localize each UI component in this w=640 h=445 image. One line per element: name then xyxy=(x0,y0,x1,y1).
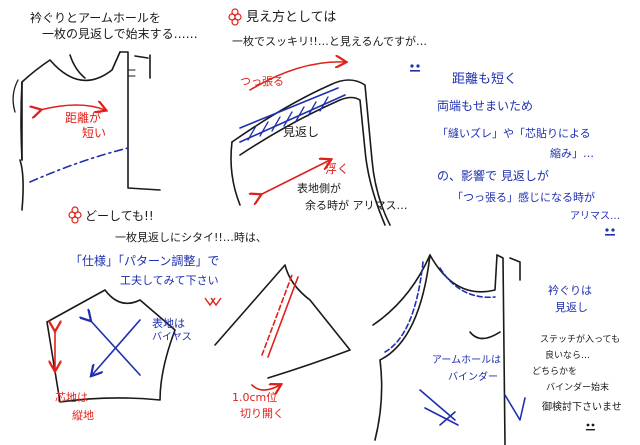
arrow-icon xyxy=(204,297,222,307)
smiley-icon xyxy=(586,423,595,431)
float-label: 浮く xyxy=(325,162,350,176)
right-note-l6: 「つっ張る」感じになる時が xyxy=(452,191,595,204)
facing-pattern-left xyxy=(46,289,176,403)
neck-facing-1: 衿ぐりは xyxy=(548,284,592,297)
right-note-l4: 縮み」… xyxy=(550,147,594,160)
armhole-1: アームホールは xyxy=(432,355,502,366)
stitch-2: 良いなら… xyxy=(545,351,591,361)
bodice-sketch-2 xyxy=(372,254,526,445)
bodice-sketch-1 xyxy=(12,51,161,211)
interfacing-1: 芯地は xyxy=(55,391,88,404)
section2-heading: 見え方としては xyxy=(246,10,337,25)
interfacing-2: 縦地 xyxy=(72,409,94,422)
right-note-l3: 「縫いズレ」や「芯貼りによる xyxy=(437,127,591,140)
stitch-3: どちらかを xyxy=(532,367,578,377)
stitch-1: ステッチが入っても xyxy=(540,335,621,345)
flower-icon xyxy=(68,206,82,224)
section3-line2: 一枚見返しにシタイ!!…時は、 xyxy=(115,231,267,244)
right-note-l7: アリマス… xyxy=(570,211,620,222)
right-note-l2: 両端もせまいため xyxy=(437,99,534,113)
right-note-l1: 距離も短く xyxy=(452,72,518,87)
section2-line2: 一枚でスッキリ!!…と見えるんですが… xyxy=(232,35,427,48)
armhole-2: バインダー xyxy=(448,372,498,383)
distance-short-1: 距離が xyxy=(65,111,102,125)
flower-icon xyxy=(228,8,242,26)
cut-1: 1.0cm位 xyxy=(232,391,278,404)
smiley-icon xyxy=(410,64,420,72)
right-note-l5: の、影響で 見返しが xyxy=(437,169,549,183)
distance-short-2: 短い xyxy=(82,126,107,140)
excess-1: 表地側が xyxy=(297,182,341,195)
section3-line4: 工夫してみて下さい xyxy=(120,274,219,287)
section3-heading: どーしても!! xyxy=(85,209,154,223)
cut-2: 切り開く xyxy=(240,407,284,420)
armhole-slit-sketch xyxy=(214,264,351,390)
section3-line3: 「仕様」「パターン調整」で xyxy=(70,254,220,268)
bias-1: 表地は xyxy=(152,317,185,330)
neck-facing-2: 見返し xyxy=(555,301,588,314)
bias-2: バイヤス xyxy=(152,332,192,343)
pull-label: つっ張る xyxy=(240,75,284,88)
stitch-4: バインダー始末 xyxy=(546,383,610,393)
facing-sketch xyxy=(230,62,391,226)
facing-label: 見返し xyxy=(283,125,320,139)
excess-2: 余る時が アリマス… xyxy=(305,199,408,212)
section1-line1: 衿ぐりとアームホールを xyxy=(30,11,161,25)
stitch-5: 御検討下さいませ xyxy=(542,402,622,413)
smiley-icon xyxy=(605,228,615,236)
section1-line2: 一枚の見返しで始末する…… xyxy=(42,27,198,41)
